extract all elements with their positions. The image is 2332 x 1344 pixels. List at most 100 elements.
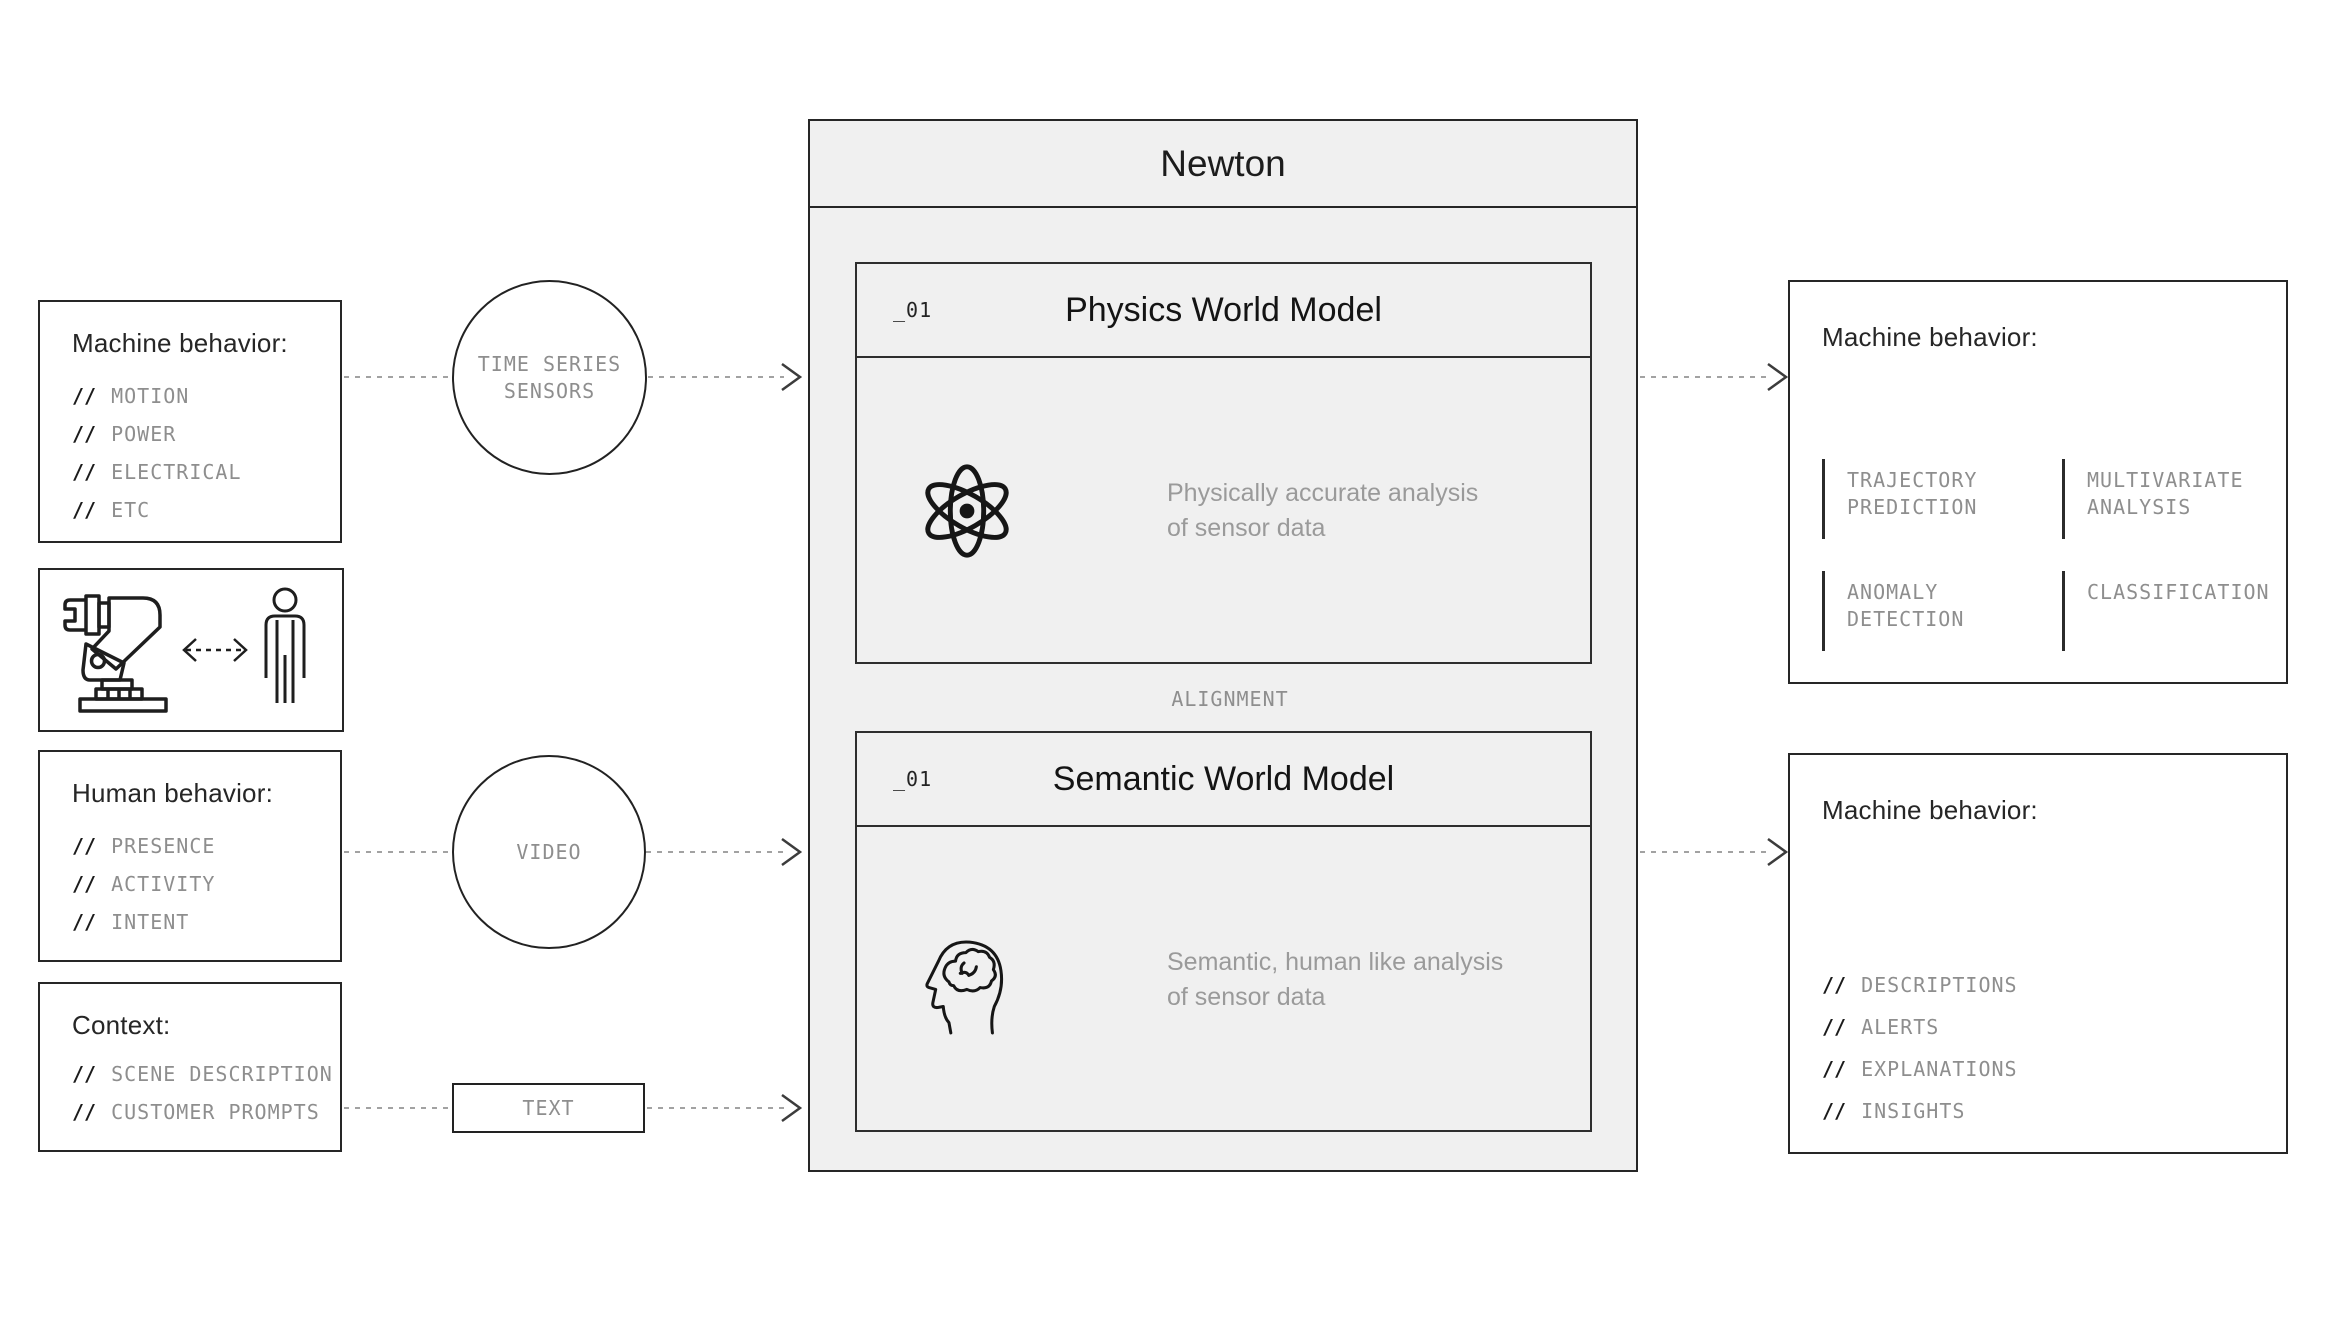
- input-context-box: Context: // SCENE DESCRIPTION // CUSTOME…: [38, 982, 342, 1152]
- robot-human-interaction-box: [38, 568, 344, 732]
- robot-arm-icon: [63, 594, 168, 713]
- slash-mark: //: [72, 460, 97, 484]
- list-item-label: ELECTRICAL: [111, 460, 242, 484]
- time-series-sensors-node: TIME SERIES SENSORS: [452, 280, 647, 475]
- output-capability-multivariate-analysis: MULTIVARIATE ANALYSIS: [2062, 459, 2270, 539]
- list-item-label: MOTION: [111, 384, 190, 408]
- list-item: // POWER: [72, 422, 242, 446]
- slash-mark: //: [72, 834, 97, 858]
- list-item: // CUSTOMER PROMPTS: [72, 1100, 333, 1124]
- semantic-card-header: _01 Semantic World Model: [857, 733, 1590, 827]
- list-item-label: ACTIVITY: [111, 872, 216, 896]
- arrowhead-icon: [1767, 362, 1789, 392]
- input-human-behavior-list: // PRESENCE // ACTIVITY // INTENT: [72, 834, 215, 948]
- capability-line: CLASSIFICATION: [2087, 580, 2270, 604]
- list-item: // MOTION: [72, 384, 242, 408]
- arrowhead-icon: [781, 362, 803, 392]
- list-item-label: INSIGHTS: [1861, 1099, 1966, 1123]
- physics-desc-line2: of sensor data: [1167, 514, 1326, 542]
- physics-card-title: Physics World Model: [1065, 290, 1382, 329]
- list-item: // ELECTRICAL: [72, 460, 242, 484]
- newton-header: Newton: [810, 121, 1636, 208]
- semantic-desc-line1: Semantic, human like analysis: [1167, 947, 1504, 976]
- video-label: VIDEO: [516, 839, 582, 864]
- newton-panel: Newton _01 Physics World Model Physica: [808, 119, 1638, 1172]
- physics-card-body: Physically accurate analysis of sensor d…: [857, 358, 1590, 664]
- newton-title: Newton: [1160, 142, 1286, 184]
- list-item-label: ETC: [111, 498, 151, 522]
- human-figure-icon: [264, 587, 306, 703]
- capability-line: ANALYSIS: [2087, 495, 2192, 519]
- output-semantic-behavior-title: Machine behavior:: [1822, 795, 2038, 825]
- arrowhead-icon: [1767, 837, 1789, 867]
- list-item-label: EXPLANATIONS: [1861, 1057, 2018, 1081]
- list-item: // ALERTS: [1822, 1015, 2018, 1039]
- list-item-label: SCENE DESCRIPTION: [111, 1062, 333, 1086]
- list-item: // DESCRIPTIONS: [1822, 973, 2018, 997]
- output-machine-behavior-title: Machine behavior:: [1822, 322, 2038, 352]
- output-capability-trajectory-prediction: TRAJECTORY PREDICTION: [1822, 459, 2030, 539]
- list-item-label: CUSTOMER PROMPTS: [111, 1100, 320, 1124]
- arrowhead-icon: [781, 837, 803, 867]
- input-context-title: Context:: [72, 1010, 171, 1040]
- semantic-world-model-card: _01 Semantic World Model Semantic, human…: [855, 731, 1592, 1132]
- text-node: TEXT: [452, 1083, 645, 1133]
- slash-mark: //: [1822, 1015, 1847, 1039]
- arrowhead-icon: [781, 1093, 803, 1123]
- list-item-label: PRESENCE: [111, 834, 216, 858]
- output-capability-classification: CLASSIFICATION: [2062, 571, 2270, 651]
- capability-line: ANOMALY: [1847, 580, 1939, 604]
- physics-card-index: _01: [893, 298, 933, 322]
- output-capability-anomaly-detection: ANOMALY DETECTION: [1822, 571, 2030, 651]
- list-item-label: DESCRIPTIONS: [1861, 973, 2018, 997]
- capability-line: PREDICTION: [1847, 495, 1978, 519]
- output-semantic-list: // DESCRIPTIONS // ALERTS // EXPLANATION…: [1822, 973, 2018, 1137]
- list-item-label: INTENT: [111, 910, 190, 934]
- physics-world-model-card: _01 Physics World Model Physically accur…: [855, 262, 1592, 664]
- list-item: // INTENT: [72, 910, 215, 934]
- list-item: // EXPLANATIONS: [1822, 1057, 2018, 1081]
- slash-mark: //: [72, 1100, 97, 1124]
- output-machine-behavior-box: Machine behavior: TRAJECTORY PREDICTION …: [1788, 280, 2288, 684]
- slash-mark: //: [72, 498, 97, 522]
- list-item-label: POWER: [111, 422, 177, 446]
- semantic-card-index: _01: [893, 767, 933, 791]
- physics-desc-line1: Physically accurate analysis: [1167, 479, 1479, 507]
- list-item: // SCENE DESCRIPTION: [72, 1062, 333, 1086]
- input-human-behavior-title: Human behavior:: [72, 778, 273, 808]
- semantic-card-body: Semantic, human like analysis of sensor …: [857, 827, 1590, 1132]
- physics-card-header: _01 Physics World Model: [857, 264, 1590, 358]
- list-item: // INSIGHTS: [1822, 1099, 2018, 1123]
- semantic-desc-line2: of sensor data: [1167, 982, 1326, 1011]
- physics-card-description: Physically accurate analysis of sensor d…: [1167, 476, 1478, 546]
- video-node: VIDEO: [452, 755, 646, 949]
- capability-line: TRAJECTORY: [1847, 468, 1978, 492]
- time-series-sensors-label-line2: SENSORS: [503, 378, 596, 403]
- list-item: // PRESENCE: [72, 834, 215, 858]
- bidirectional-arrow-icon: [182, 638, 248, 662]
- semantic-card-description: Semantic, human like analysis of sensor …: [1167, 945, 1503, 1015]
- slash-mark: //: [72, 422, 97, 446]
- capability-line: DETECTION: [1847, 607, 1965, 631]
- alignment-label: ALIGNMENT: [1171, 687, 1289, 711]
- input-context-list: // SCENE DESCRIPTION // CUSTOMER PROMPTS: [72, 1062, 333, 1138]
- slash-mark: //: [1822, 973, 1847, 997]
- output-semantic-behavior-box: Machine behavior: // DESCRIPTIONS // ALE…: [1788, 753, 2288, 1154]
- list-item: // ETC: [72, 498, 242, 522]
- list-item: // ACTIVITY: [72, 872, 215, 896]
- semantic-card-title: Semantic World Model: [1052, 759, 1395, 798]
- slash-mark: //: [72, 910, 97, 934]
- input-machine-behavior-list: // MOTION // POWER // ELECTRICAL // ETC: [72, 384, 242, 536]
- input-machine-behavior-box: Machine behavior: // MOTION // POWER // …: [38, 300, 342, 543]
- slash-mark: //: [72, 872, 97, 896]
- list-item-label: ALERTS: [1861, 1015, 1940, 1039]
- slash-mark: //: [72, 1062, 97, 1086]
- time-series-sensors-label-line1: TIME SERIES: [477, 351, 622, 376]
- input-machine-behavior-title: Machine behavior:: [72, 328, 288, 358]
- input-human-behavior-box: Human behavior: // PRESENCE // ACTIVITY …: [38, 750, 342, 962]
- slash-mark: //: [1822, 1057, 1847, 1081]
- robot-human-illustration: [63, 587, 306, 713]
- slash-mark: //: [72, 384, 97, 408]
- atom-icon: [925, 464, 1009, 558]
